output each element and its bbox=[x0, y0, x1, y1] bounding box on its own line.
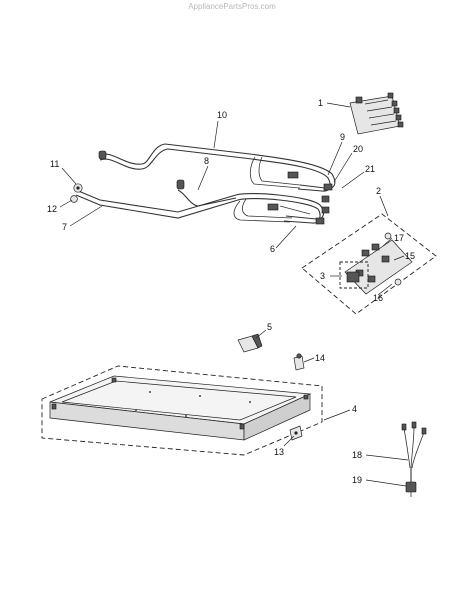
callout-1: 1 bbox=[318, 98, 323, 108]
burner-box-part-4[interactable] bbox=[49, 375, 312, 441]
callout-7: 7 bbox=[62, 222, 67, 232]
callout-15: 15 bbox=[405, 251, 415, 261]
switch-bracket-part-15[interactable] bbox=[344, 232, 413, 295]
callout-4: 4 bbox=[352, 404, 357, 414]
callout-16: 16 bbox=[373, 293, 383, 303]
callout-17: 17 bbox=[394, 233, 404, 243]
connector-part-19[interactable] bbox=[405, 481, 417, 497]
gas-tube-part-7[interactable] bbox=[75, 179, 330, 225]
callout-2: 2 bbox=[376, 186, 381, 196]
callout-14: 14 bbox=[315, 353, 325, 363]
callout-20: 20 bbox=[353, 144, 363, 154]
clip-part-14[interactable] bbox=[293, 353, 305, 371]
callout-12: 12 bbox=[47, 204, 57, 214]
callout-8: 8 bbox=[204, 156, 209, 166]
watermark: AppliancePartsPros.com bbox=[188, 2, 276, 11]
switch-part-3[interactable] bbox=[339, 261, 369, 289]
nut-part-12[interactable] bbox=[70, 195, 78, 203]
callout-3: 3 bbox=[320, 271, 325, 281]
callout-13: 13 bbox=[274, 447, 284, 457]
callout-9: 9 bbox=[340, 132, 345, 142]
callout-21: 21 bbox=[365, 164, 375, 174]
callout-11: 11 bbox=[50, 159, 59, 169]
callout-10: 10 bbox=[217, 110, 227, 120]
callout-5: 5 bbox=[267, 322, 272, 332]
clip-part-5[interactable] bbox=[237, 333, 263, 353]
wire-harness-part-18[interactable] bbox=[401, 421, 427, 482]
fitting-part-11[interactable] bbox=[73, 183, 83, 193]
callout-18: 18 bbox=[352, 450, 362, 460]
gas-tube-part-10[interactable] bbox=[98, 143, 336, 192]
callout-6: 6 bbox=[270, 244, 275, 254]
bracket-part-13[interactable] bbox=[289, 425, 303, 441]
valve-set-part-1[interactable] bbox=[349, 92, 404, 135]
callout-19: 19 bbox=[352, 475, 362, 485]
